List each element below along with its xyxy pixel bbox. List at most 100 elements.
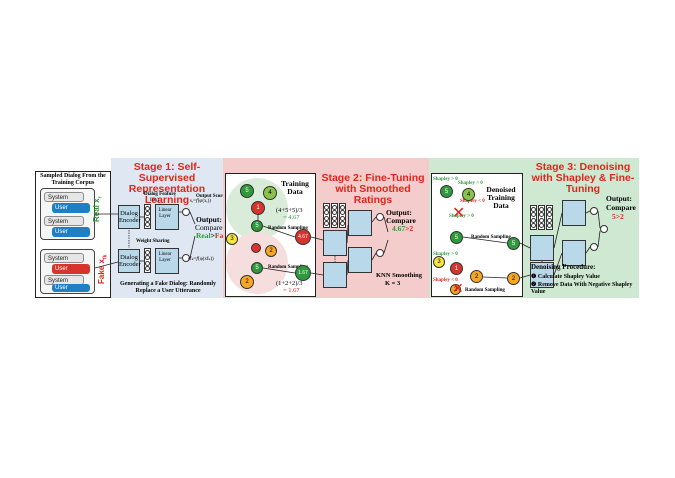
s3-score-node-top [590,207,598,215]
formula-bottom: (1+2+2)/3 [276,280,303,287]
feature-vector-top [144,204,151,229]
score-node-top [182,208,190,216]
s2-feature-top [323,203,330,228]
s2-cmp-left: 4.67 [392,224,406,233]
node-s3-2b: 2 [450,284,461,295]
s3-linear-3 [530,262,554,288]
stage1-compare-result: Real>Fake [196,232,231,240]
denoising-procedure-label: Denoising Procedure: [531,263,596,271]
node-s2-5a: 5 [240,184,254,198]
stage3-compare-result: 5>2 [612,212,624,221]
training-data-label: Training Data [281,179,309,196]
s3-linear-1 [530,235,554,261]
s2-feature-top3 [339,203,346,228]
system-utterance-2: System [44,216,84,226]
s2-linear-top-2 [348,210,372,236]
shapley-neg-2: Shapley < 0 [433,278,458,283]
s3-linear-4 [562,240,586,266]
s2-linear-bottom-1 [323,262,347,288]
stage2-title: Stage 2: Fine-Tuning with Smoothed Ratin… [321,172,425,206]
shapley-pos-3: Shapley > 0 [449,214,474,219]
s2-linear-top-1 [323,230,347,256]
node-s3-5-out: 5 [507,237,520,250]
node-s2-4: 4 [263,186,277,200]
dialog-encoder-bottom: Dialog Encoder [118,249,141,273]
score-top-formula: sᵣ=𝑓(φ(xᵣ)) [190,199,211,204]
random-sampling-s3-top: Random Sampling [471,235,511,240]
feature-top-text: f(x [150,198,156,203]
node-s3-2a: 2 [470,270,483,283]
feature-vector-bottom [144,248,151,273]
node-s2-167: 1.67 [295,265,311,281]
stage1-title: Stage 1: Self-Supervised Representation … [128,161,206,206]
fake-system-utterance-1: System [44,253,84,263]
sampled-dialog-title: Sampled Dialog From the Training Corpus [40,173,106,186]
node-s3-5b: 5 [450,231,463,244]
random-sampling-top: Random Sampling [268,226,308,231]
score-node-bottom [182,254,190,262]
node-s2-2b: 2 [240,275,254,289]
s2-score-node-top [376,213,384,221]
stage1-compare-label: Compare [195,223,223,232]
s3-score-node-bottom [590,243,598,251]
node-s3-3: 3 [433,256,445,268]
s2-score-node-bottom [376,249,384,257]
stage2-compare-label: Compare [386,216,416,225]
node-s2-left-red [251,243,261,253]
denoising-step-2: ❷ Remove Data With Negative Shapley Valu… [531,282,633,295]
fake-text: Fake [215,231,231,240]
shapley-pos-1: Shapley > 0 [433,177,458,182]
linear-label-top: Linear Layer [158,208,172,219]
stage3-title: Stage 3: Denoising with Shapley & Fine-T… [531,161,635,195]
formula-bottom-val: = 1.67 [283,287,300,294]
s3-feature-3 [546,205,553,230]
formula-top: (4+5+5)/3 [276,207,303,214]
knn-smoothing-label: KNN Smoothing [376,272,423,279]
node-s3-5a: 5 [440,185,453,198]
s3-feature-1 [530,205,537,230]
system-utterance-1: System [44,192,84,202]
removed-x-top: ✕ [452,203,466,222]
linear-label-bottom: Linear Layer [158,252,172,263]
stage2-compare-result: 4.67>2 [392,225,413,233]
stage1-caption: Generating a Fake Dialog: Randomly Repla… [120,281,216,294]
formula-top-val: = 4.67 [283,214,300,221]
output-score-label: Output Score [196,194,225,199]
node-s2-5b: 5 [251,220,263,232]
random-sampling-s3-bottom: Random Sampling [465,288,505,293]
s2-cmp-right: >2 [405,224,414,233]
node-s2-467: 4.67 [295,229,311,245]
s3-feature-2 [538,205,545,230]
s3-compare-node [600,225,608,233]
linear-layer-bottom [155,248,179,274]
stage3-compare-label: Compare [606,203,636,212]
random-sampling-bottom: Random Sampling [268,265,308,270]
user-utterance-1: User [52,203,90,213]
node-s3-1: 1 [450,262,463,275]
weight-sharing-label: Weight Sharing [136,239,170,244]
dialog-encoder-top: Dialog Encoder [118,205,141,229]
shapley-neg-1: Shapley < 0 [460,199,485,204]
linear-layer-top [155,204,179,230]
shapley-pos-4: Shapley > 0 [433,252,458,257]
node-s3-4: 4 [462,188,475,201]
denoising-step-1: ❶ Calculate Shapley Value [531,274,600,280]
stage2-output-label: Output: [386,208,412,217]
stage1-output-label: Output: [196,215,222,224]
score-bottom-formula: sfₖ=𝑓(φ(xfₖ)) [188,257,214,262]
fake-user-utterance-2: User [52,284,90,292]
s3-linear-2 [562,200,586,226]
node-s2-3: 3 [226,233,238,245]
removed-x-bottom: ✕ [452,281,464,297]
shapley-pos-2: Shapley > 0 [458,181,483,186]
node-s3-2-out: 2 [507,272,520,285]
stage3-output-label: Output: [606,194,632,203]
user-utterance-2: User [52,227,90,237]
knn-k-label: K = 3 [385,280,401,287]
real-text: Real [196,231,211,240]
s2-linear-bottom-2 [348,247,372,273]
denoised-label: Denoised Training Data [486,185,516,210]
